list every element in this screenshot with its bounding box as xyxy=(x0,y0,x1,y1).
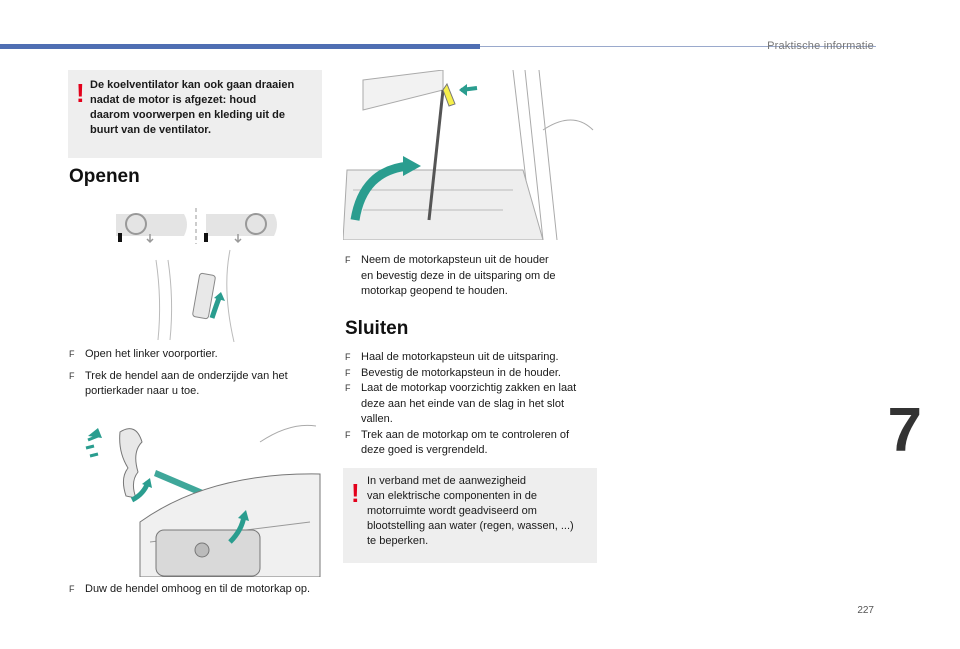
header-rule xyxy=(480,46,876,47)
step-text: deze aan het einde van de slag in het sl… xyxy=(361,397,565,410)
step-item: F Trek aan de motorkap om te controleren… xyxy=(345,428,607,459)
heading-sluiten: Sluiten xyxy=(345,318,409,339)
step-text: Haal de motorkapsteun uit de uitsparing. xyxy=(361,351,559,363)
page-number: 227 xyxy=(857,605,874,616)
step-text: Duw de hendel omhoog en til de motorkap … xyxy=(85,583,311,595)
step-text: Trek de hendel aan de onderzijde van het xyxy=(85,369,288,382)
step-text: Neem de motorkapsteun uit de houder xyxy=(361,254,549,266)
note-line: motorruimte wordt geadviseerd om xyxy=(367,505,537,517)
step-text: en bevestig deze in de uitsparing om de xyxy=(361,269,556,282)
warning-text: De koelventilator kan ook gaan draaien n… xyxy=(90,78,320,138)
note-line: van elektrische componenten in de xyxy=(367,490,537,502)
step-text: portierkader naar u toe. xyxy=(85,385,200,397)
bullet: F xyxy=(345,352,351,362)
bullet: F xyxy=(69,349,75,359)
step-text: vallen. xyxy=(361,413,393,425)
bullet: F xyxy=(345,255,351,265)
step-text: Trek aan de motorkap om te controleren o… xyxy=(361,428,570,441)
step-item: F Bevestig de motorkapsteun in de houder… xyxy=(345,366,607,382)
steps-sluiten: F Haal de motorkapsteun uit de uitsparin… xyxy=(345,350,607,459)
motion-lines-icon xyxy=(85,434,99,458)
chapter-number: 7 xyxy=(887,396,922,465)
illustration-bonnet-stay xyxy=(343,70,597,240)
note-line: te beperken. xyxy=(367,535,429,547)
exclamation-icon: ! xyxy=(76,78,85,108)
step-item: F Open het linker voorportier. xyxy=(69,347,329,363)
bullet: F xyxy=(345,383,351,393)
arrow-up-icon xyxy=(88,428,102,438)
step-item: F Trek de hendel aan de onderzijde van h… xyxy=(69,369,329,400)
note-line: In verband met de aanwezigheid xyxy=(367,475,526,487)
step-item: F Neem de motorkapsteun uit de houder en… xyxy=(345,253,605,300)
illustration-release-lever xyxy=(110,200,282,342)
step-text: motorkap geopend te houden. xyxy=(361,285,508,297)
header-accent-bar xyxy=(0,44,480,49)
note-line: blootstelling aan water (regen, wassen, … xyxy=(367,520,574,532)
step-text: Laat de motorkap voorzichtig zakken en l… xyxy=(361,382,577,394)
warning-box: ! De koelventilator kan ook gaan draaien… xyxy=(68,70,322,158)
step-item: F Laat de motorkap voorzichtig zakken en… xyxy=(345,381,607,428)
arrow-curved-icon xyxy=(350,161,410,221)
warning-line: De koelventilator kan ook gaan draaien xyxy=(90,79,295,91)
step-text: Bevestig de motorkapsteun in de houder. xyxy=(361,366,561,379)
step-item: F Haal de motorkapsteun uit de uitsparin… xyxy=(345,350,607,366)
bonnet-stay-rod xyxy=(427,89,445,221)
note-box: ! In verband met de aanwezigheid van ele… xyxy=(343,468,597,563)
warning-line: daarom voorwerpen en kleding uit de xyxy=(90,109,285,121)
bullet: F xyxy=(69,370,75,381)
step-item: F Duw de hendel omhoog en til de motorka… xyxy=(69,582,339,598)
section-title: Praktische informatie xyxy=(767,40,874,52)
bullet: F xyxy=(345,429,351,440)
bullet: F xyxy=(69,584,75,594)
stay-holder-highlight xyxy=(442,82,456,107)
step-text: deze goed is vergrendeld. xyxy=(361,444,488,456)
exclamation-icon: ! xyxy=(351,478,360,508)
note-text: In verband met de aanwezigheid van elekt… xyxy=(367,474,595,549)
warning-line: nadat de motor is afgezet: houd xyxy=(90,94,257,106)
steering-wheel-left-icon xyxy=(116,213,187,244)
illustration-bonnet-lever xyxy=(80,412,326,577)
bullet: F xyxy=(345,367,351,378)
warning-line: buurt van de ventilator. xyxy=(90,124,212,136)
steering-wheel-right-icon xyxy=(204,213,277,244)
heading-openen: Openen xyxy=(69,166,140,187)
steps-openen: F Open het linker voorportier. F Trek de… xyxy=(69,347,329,400)
step-text: Open het linker voorportier. xyxy=(85,348,218,360)
